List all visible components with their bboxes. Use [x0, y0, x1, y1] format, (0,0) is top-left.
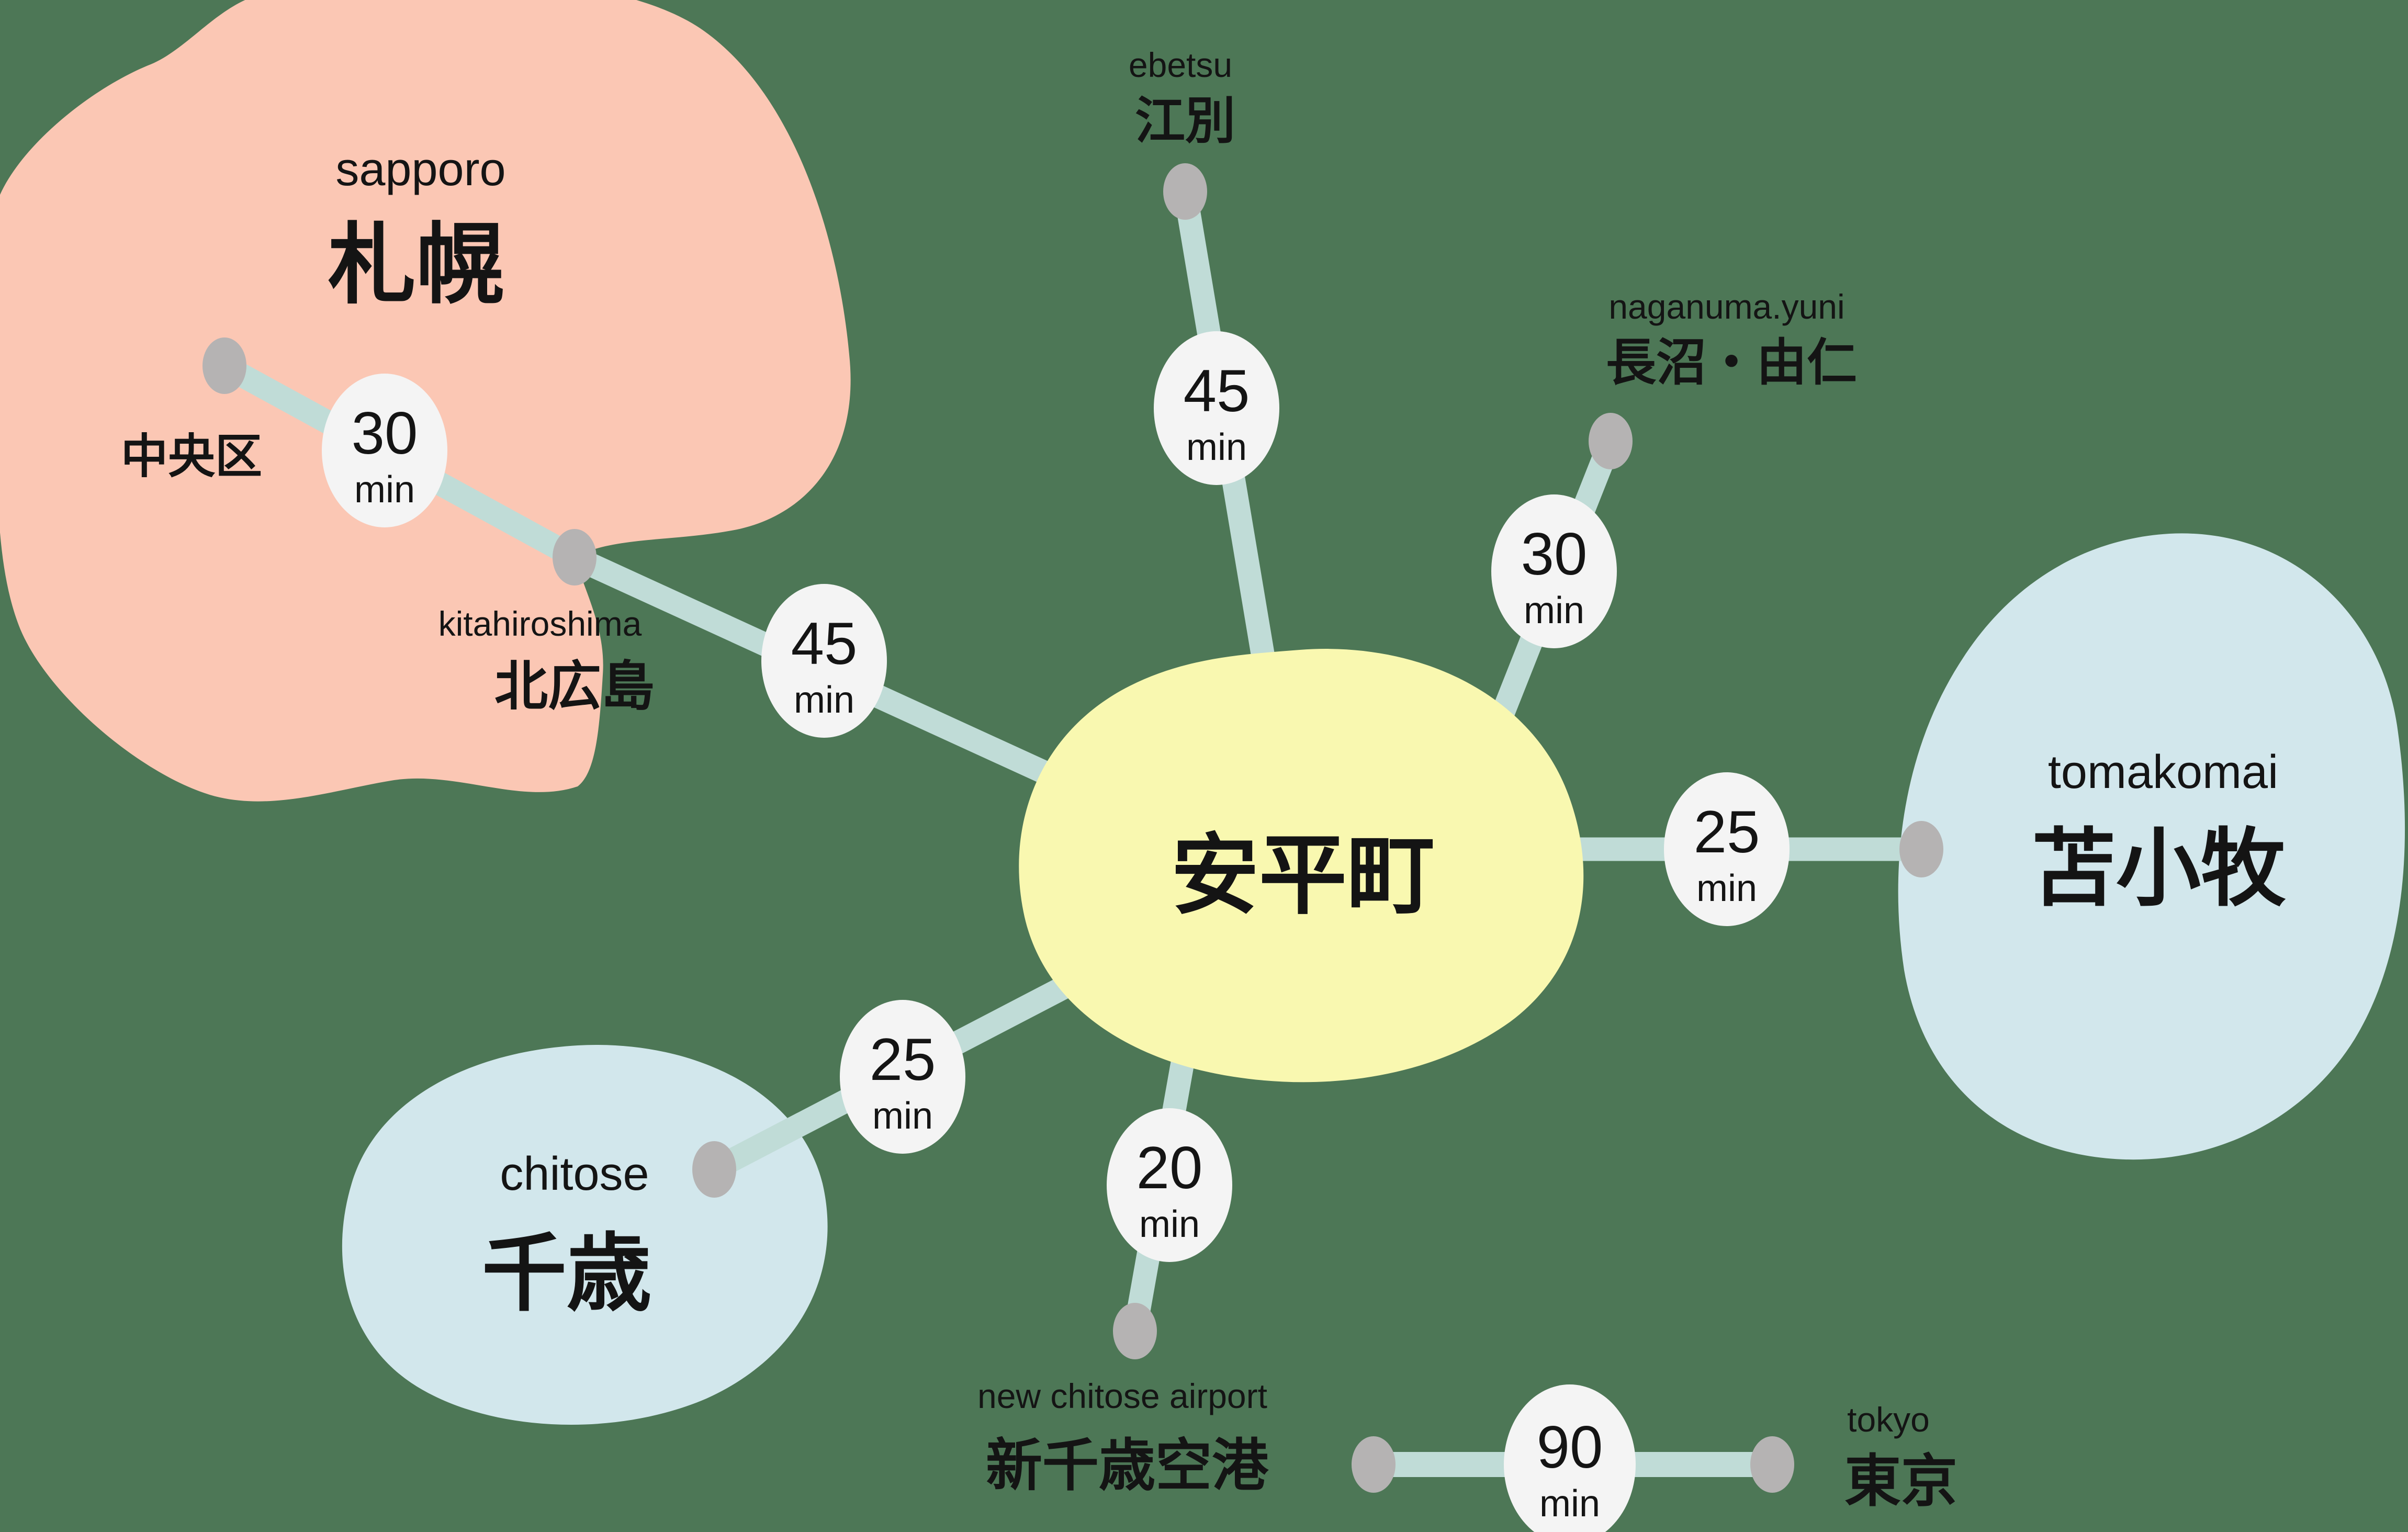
- time-badge-circle: [1154, 331, 1279, 485]
- label-new-chitose-airport-ja: 新千歳空港: [986, 1434, 1269, 1497]
- time-badge-value: 45: [791, 611, 858, 677]
- time-badge-value: 45: [1184, 358, 1250, 424]
- time-badge-unit: min: [1696, 868, 1757, 909]
- station-dot-naganuma-yuni: [1589, 413, 1633, 469]
- label-chitose-en: chitose: [500, 1148, 649, 1200]
- time-badge-circle: [761, 584, 887, 738]
- station-dot-tomakomai: [1899, 821, 1943, 877]
- station-dot-chitose: [692, 1141, 736, 1198]
- time-badge-value: 25: [1694, 799, 1760, 865]
- time-badge-circle: [1504, 1384, 1636, 1532]
- time-badge-unit: min: [354, 469, 415, 511]
- time-badge-value: 30: [352, 400, 418, 467]
- label-tomakomai-en: tomakomai: [2048, 746, 2278, 798]
- region-blob-tomakomai: [1898, 533, 2405, 1160]
- time-badge-new-chitose-airport-abira: 20 min: [1107, 1108, 1232, 1262]
- time-badge-kitahiroshima-abira: 45 min: [761, 584, 887, 738]
- station-dot-ebetsu: [1163, 163, 1207, 220]
- label-chitose-ja: 千歳: [482, 1226, 651, 1321]
- time-badge-unit: min: [1139, 1203, 1200, 1245]
- region-blob-abira: [1019, 649, 1584, 1083]
- label-abira-ja: 安平町: [1171, 826, 1435, 925]
- time-badge-naganuma-yuni-abira: 30 min: [1491, 494, 1617, 648]
- label-kitahiroshima-ja: 北広島: [494, 657, 655, 716]
- time-badge-unit: min: [1539, 1483, 1600, 1525]
- time-badge-tomakomai-abira: 25 min: [1664, 772, 1790, 926]
- time-badge-circle: [1491, 494, 1617, 648]
- time-badge-value: 90: [1537, 1414, 1603, 1481]
- station-dot-new-chitose-airport: [1113, 1303, 1157, 1359]
- label-sapporo-ja: 札幌: [328, 216, 504, 314]
- time-badge-value: 30: [1521, 521, 1588, 588]
- label-kitahiroshima-en: kitahiroshima: [438, 604, 642, 643]
- station-dot-chuoku: [202, 337, 246, 394]
- label-new-chitose-airport-en: new chitose airport: [977, 1377, 1267, 1415]
- time-badge-circle: [840, 1000, 965, 1154]
- label-chuoku-ja: 中央区: [121, 431, 262, 483]
- time-badge-value: 25: [870, 1027, 936, 1093]
- label-sapporo-en: sapporo: [335, 143, 505, 196]
- time-badge-circle: [322, 374, 447, 527]
- label-tokyo-ja: 東京: [1844, 1449, 1957, 1513]
- time-badge-chuoku-kitahiroshima: 30 min: [322, 374, 447, 527]
- time-badge-unit: min: [1524, 590, 1584, 632]
- time-badge-unit: min: [872, 1095, 933, 1137]
- label-ebetsu-ja: 江別: [1135, 93, 1235, 149]
- time-badge-unit: min: [794, 679, 854, 721]
- time-badge-new-chitose-airport-tokyo: 90 min: [1504, 1384, 1636, 1532]
- label-tomakomai-ja: 苫小牧: [2031, 821, 2286, 916]
- time-badge-chitose-abira: 25 min: [840, 1000, 965, 1154]
- label-tokyo-en: tokyo: [1847, 1400, 1930, 1439]
- time-badge-value: 20: [1137, 1135, 1203, 1201]
- label-ebetsu-en: ebetsu: [1129, 46, 1232, 84]
- time-badge-ebetsu-abira: 45 min: [1154, 331, 1279, 485]
- time-badge-circle: [1664, 772, 1790, 926]
- label-naganuma-yuni-en: naganuma.yuni: [1608, 287, 1844, 326]
- label-naganuma-yuni-ja: 長沼・由仁: [1606, 335, 1857, 391]
- station-dot-kitahiroshima: [553, 529, 597, 585]
- station-dot-tokyo: [1750, 1436, 1794, 1493]
- station-dot-new-chitose-airport-tokyo-line: [1352, 1436, 1396, 1493]
- time-badge-unit: min: [1186, 426, 1247, 468]
- region-blob-chitose: [342, 1044, 828, 1425]
- time-badge-circle: [1107, 1108, 1232, 1262]
